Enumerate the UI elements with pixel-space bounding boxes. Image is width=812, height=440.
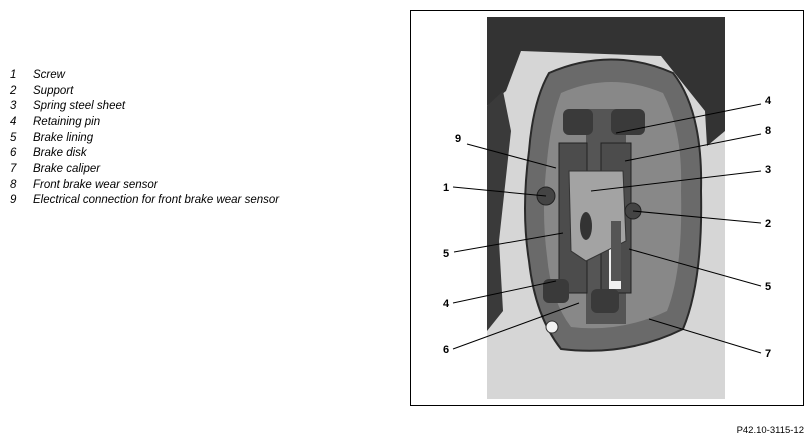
leader-5a (453, 232, 564, 253)
legend-item: 5 Brake lining (10, 130, 400, 146)
legend-number: 9 (10, 194, 17, 207)
callout-4-bottom: 4 (443, 298, 450, 310)
figure-frame: 9 1 5 4 6 4 8 3 2 5 7 (410, 10, 804, 406)
callout-7: 7 (765, 348, 771, 360)
legend-label: Electrical connection for front brake we… (33, 194, 280, 207)
leader-1 (452, 186, 547, 197)
legend-label: Screw (33, 68, 65, 81)
legend-number: 3 (10, 100, 17, 113)
legend-item: 7 Brake caliper (10, 161, 400, 177)
brake-caliper-figure: 9 1 5 4 6 4 8 3 2 5 7 (443, 17, 772, 399)
legend-label: Brake caliper (33, 162, 101, 175)
legend-number: 5 (10, 131, 17, 144)
callout-8: 8 (765, 125, 771, 137)
front-brake-wear-sensor (611, 221, 621, 281)
spring-slot (580, 212, 592, 240)
legend-item: 2 Support (10, 83, 400, 99)
bleed-screw (545, 320, 559, 334)
retaining-pin-bottom-left (543, 279, 569, 303)
legend-label: Retaining pin (33, 115, 101, 128)
legend-item: 8 Front brake wear sensor (10, 177, 400, 193)
callout-numbers: 9 1 5 4 6 4 8 3 2 5 7 (443, 95, 772, 360)
legend-number: 8 (10, 178, 17, 191)
leader-4b (452, 280, 557, 304)
callout-5-right: 5 (765, 281, 771, 293)
callout-1: 1 (443, 182, 449, 194)
legend-label: Brake lining (33, 131, 94, 144)
suspension-background (487, 17, 725, 146)
legend-number: 7 (10, 162, 17, 175)
leader-8 (624, 133, 762, 162)
leader-3 (590, 170, 762, 192)
legend-label: Support (33, 84, 74, 97)
legend-label: Front brake wear sensor (33, 178, 158, 191)
leader-9 (466, 143, 557, 169)
callout-2: 2 (765, 218, 771, 230)
callout-6: 6 (443, 344, 449, 356)
leader-5b (628, 248, 762, 287)
legend-number: 2 (10, 84, 17, 97)
parts-legend: 1 Screw 2 Support 3 Spring steel sheet 4 Ret… (10, 67, 400, 208)
callout-3: 3 (765, 164, 771, 176)
leader-7 (648, 318, 762, 354)
legend-label: Spring steel sheet (33, 100, 126, 113)
retaining-pin-top-left (563, 109, 593, 135)
legend-label: Brake disk (33, 147, 87, 160)
legend-number: 1 (10, 68, 17, 81)
legend-item: 4 Retaining pin (10, 114, 400, 130)
leader-2 (632, 210, 762, 224)
legend-item: 3 Spring steel sheet (10, 98, 400, 114)
leader-6 (452, 302, 580, 350)
legend-number: 6 (10, 147, 17, 160)
legend-item: 6 Brake disk (10, 145, 400, 161)
legend-number: 4 (10, 115, 17, 128)
figure-reference: P42.10-3115-12 (736, 425, 804, 436)
legend-item: 1 Screw (10, 67, 400, 83)
legend-item: 9 Electrical connection for front brake w… (10, 193, 400, 209)
callout-5-left: 5 (443, 248, 449, 260)
retaining-pin-bottom-right (591, 289, 619, 313)
callout-lines (452, 103, 762, 354)
callout-9: 9 (455, 133, 461, 145)
leader-4a (615, 103, 762, 134)
callout-4-top: 4 (765, 95, 772, 107)
